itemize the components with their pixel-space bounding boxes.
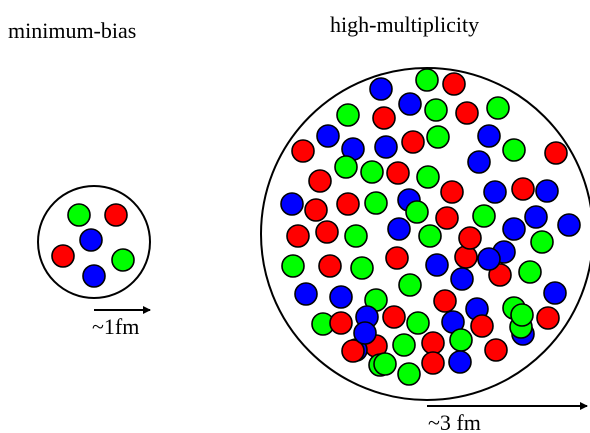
large-event-green-particle — [415, 68, 439, 92]
small-event-red-particle — [104, 203, 128, 227]
large-event-red-particle — [308, 169, 332, 193]
large-event-red-particle — [421, 351, 445, 375]
large-event-red-particle — [536, 306, 560, 330]
large-event-red-particle — [511, 177, 535, 201]
large-event-red-particle — [458, 226, 482, 250]
large-event-blue-particle — [374, 135, 398, 159]
large-event-green-particle — [334, 155, 358, 179]
large-event-blue-particle — [369, 77, 393, 101]
large-event-blue-particle — [543, 281, 567, 305]
large-event-blue-particle — [467, 150, 491, 174]
large-event-green-particle — [424, 98, 448, 122]
large-event-green-particle — [449, 328, 473, 352]
large-event-green-particle — [405, 200, 429, 224]
large-event-red-particle — [421, 331, 445, 355]
large-event-green-particle — [472, 204, 496, 228]
large-event-green-particle — [426, 125, 450, 149]
large-event-red-particle — [286, 224, 310, 248]
large-event-red-particle — [455, 101, 479, 125]
large-event-red-particle — [291, 139, 315, 163]
large-event-blue-particle — [483, 180, 507, 204]
title-minimum-bias: minimum-bias — [8, 18, 136, 43]
large-event-red-particle — [329, 311, 353, 335]
large-event-green-particle — [510, 303, 534, 327]
scale-label-small: ~1fm — [92, 314, 139, 339]
large-event-red-particle — [318, 254, 342, 278]
large-event-red-particle — [341, 339, 365, 363]
large-event-green-particle — [281, 254, 305, 278]
large-event-red-particle — [544, 141, 568, 165]
large-event-green-particle — [406, 311, 430, 335]
large-event-particles — [280, 68, 581, 386]
large-event-blue-particle — [477, 124, 501, 148]
large-event-blue-particle — [448, 350, 472, 374]
large-event-red-particle — [304, 198, 328, 222]
large-event-green-particle — [373, 352, 397, 376]
large-event-red-particle — [372, 106, 396, 130]
large-event-red-particle — [336, 192, 360, 216]
large-event-red-particle — [470, 314, 494, 338]
small-event-green-particle — [111, 248, 135, 272]
large-event-green-particle — [350, 256, 374, 280]
large-event-blue-particle — [557, 213, 581, 237]
large-event-blue-particle — [280, 192, 304, 216]
large-event-green-particle — [336, 103, 360, 127]
large-event-green-particle — [397, 362, 421, 386]
large-event-green-particle — [392, 333, 416, 357]
small-event-blue-particle — [79, 228, 103, 252]
large-event-red-particle — [386, 161, 410, 185]
scale-label-large: ~3 fm — [428, 410, 481, 433]
small-event-red-particle — [51, 244, 75, 268]
large-event-blue-particle — [294, 282, 318, 306]
large-event-green-particle — [518, 260, 542, 284]
large-event-blue-particle — [425, 253, 449, 277]
large-event-blue-particle — [524, 205, 548, 229]
large-event-green-particle — [530, 230, 554, 254]
small-event-particles — [51, 203, 135, 288]
large-event-blue-particle — [477, 247, 501, 271]
large-event-blue-particle — [387, 217, 411, 241]
large-event-red-particle — [385, 246, 409, 270]
large-event-green-particle — [364, 191, 388, 215]
large-event-red-particle — [435, 206, 459, 230]
small-event-green-particle — [67, 203, 91, 227]
large-event-red-particle — [440, 180, 464, 204]
large-event-green-particle — [486, 96, 510, 120]
large-event-red-particle — [442, 72, 466, 96]
large-event-blue-particle — [316, 124, 340, 148]
large-event-blue-particle — [398, 92, 422, 116]
large-event-red-particle — [454, 245, 478, 269]
large-event-red-particle — [382, 305, 406, 329]
large-event-blue-particle — [329, 285, 353, 309]
large-event-blue-particle — [535, 179, 559, 203]
large-event-red-particle — [488, 263, 512, 287]
large-event-blue-particle — [450, 267, 474, 291]
small-event-blue-particle — [82, 264, 106, 288]
large-event-green-particle — [360, 160, 384, 184]
large-event-green-particle — [418, 224, 442, 248]
title-high-multiplicity: high-multiplicity — [330, 12, 479, 37]
large-event-red-particle — [484, 338, 508, 362]
large-event-blue-particle — [502, 217, 526, 241]
large-event-red-particle — [315, 220, 339, 244]
large-event-blue-particle — [353, 321, 377, 345]
large-event-green-particle — [502, 138, 526, 162]
large-event-green-particle — [416, 165, 440, 189]
large-event-red-particle — [401, 130, 425, 154]
large-event-green-particle — [398, 273, 422, 297]
large-event-red-particle — [433, 289, 457, 313]
large-event-green-particle — [344, 224, 368, 248]
